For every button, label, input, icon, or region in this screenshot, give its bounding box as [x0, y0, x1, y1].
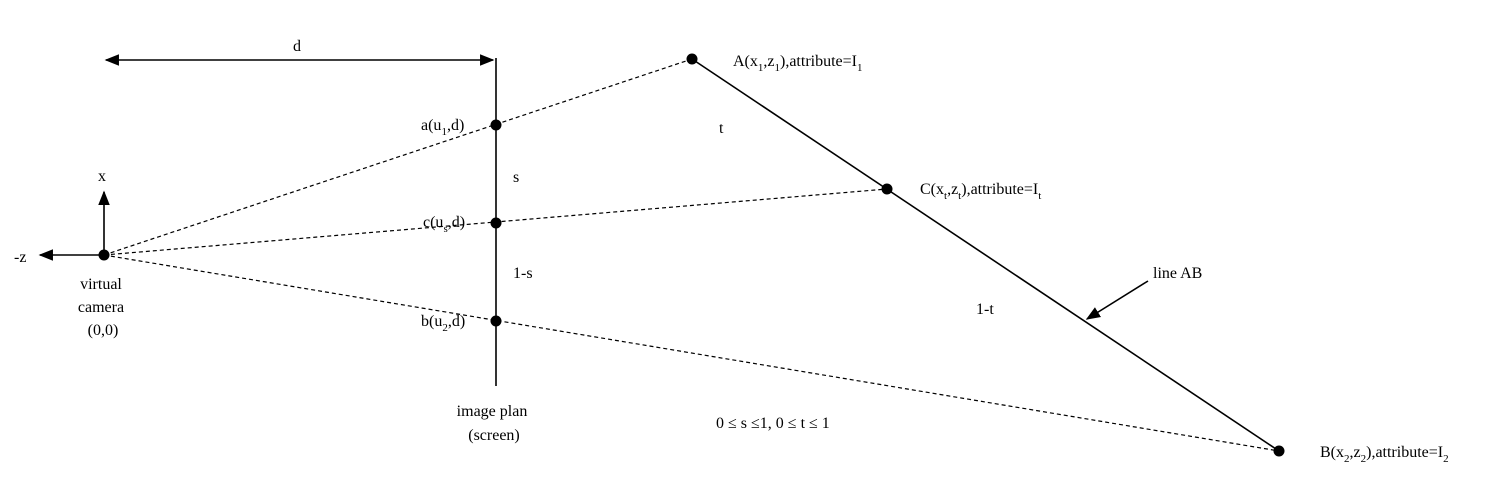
line-ab	[691, 58, 1280, 452]
one-minus-t-label: 1-t	[976, 301, 994, 318]
camera-label: virtual camera (0,0)	[78, 276, 128, 339]
ray-camera-to-A	[103, 58, 693, 256]
point-B-label: B(x2,z2),attribute=I2	[1320, 444, 1449, 465]
ray-camera-to-B	[103, 254, 1280, 452]
point-camera	[98, 249, 110, 261]
point-C-label: C(xt,zt),attribute=It	[920, 181, 1041, 202]
t-label: t	[719, 120, 724, 137]
point-A	[686, 53, 698, 65]
point-c-label: c(us,d)	[423, 214, 465, 235]
point-b-label: b(u2,d)	[421, 313, 465, 334]
point-B	[1273, 445, 1285, 457]
point-c	[490, 217, 502, 229]
s-label: s	[513, 169, 519, 186]
constraint-label: 0 ≤ s ≤1, 0 ≤ t ≤ 1	[716, 415, 830, 432]
point-b	[490, 315, 502, 327]
distance-d-label: d	[293, 38, 301, 55]
axis-neg-z-label: -z	[14, 249, 26, 266]
point-a	[490, 119, 502, 131]
axis-x-label: x	[98, 168, 106, 185]
image-plane-label: image plan (screen)	[457, 403, 532, 444]
one-minus-s-label: 1-s	[513, 265, 533, 282]
point-a-label: a(u1,d)	[421, 117, 464, 138]
point-C	[881, 183, 893, 195]
line-ab-pointer-arrow	[1085, 280, 1149, 320]
line-ab-label: line AB	[1153, 265, 1202, 282]
point-A-label: A(x1,z1),attribute=I1	[733, 53, 863, 74]
